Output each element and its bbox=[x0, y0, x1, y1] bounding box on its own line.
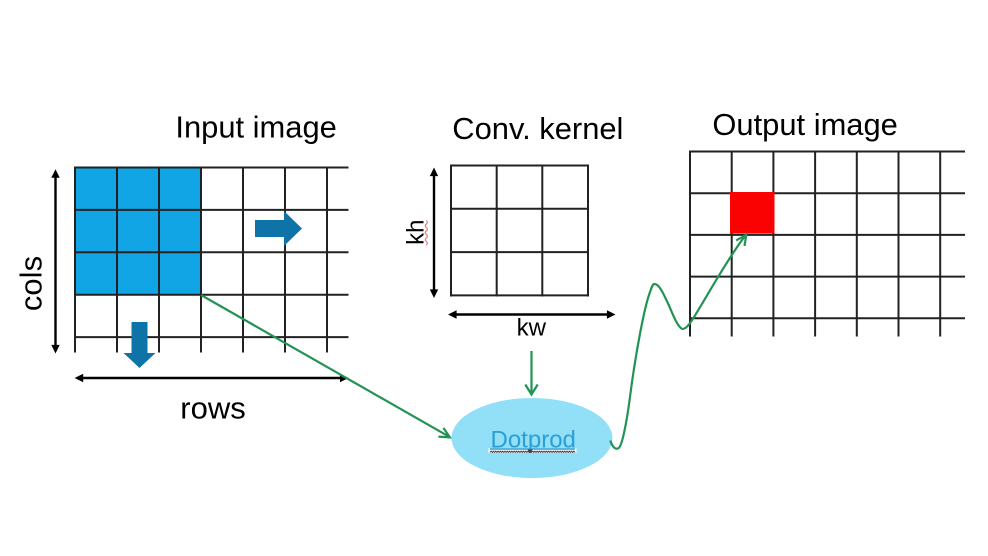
svg-text:Conv. kernel: Conv. kernel bbox=[452, 111, 623, 146]
svg-text:Output image: Output image bbox=[712, 107, 897, 142]
svg-text:kw: kw bbox=[517, 315, 547, 342]
svg-text:Input image: Input image bbox=[175, 110, 336, 145]
svg-text:cols: cols bbox=[14, 256, 49, 311]
svg-text:rows: rows bbox=[180, 391, 245, 426]
